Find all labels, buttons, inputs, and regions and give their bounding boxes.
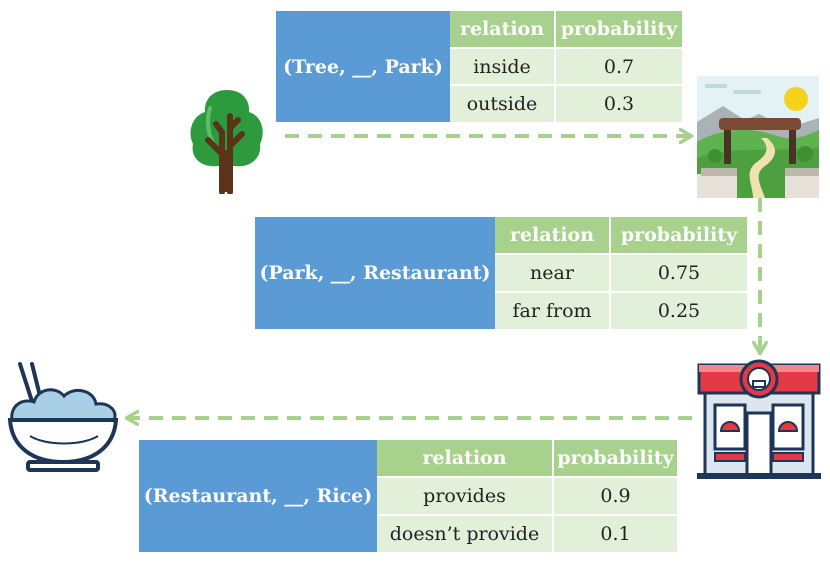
relation-cell: outside	[450, 86, 554, 123]
relation-table: relation probability near 0.75 far from …	[495, 217, 747, 329]
header-relation: relation	[495, 217, 609, 253]
relation-cell: inside	[450, 48, 554, 85]
header-relation: relation	[377, 440, 552, 476]
table-row: inside 0.7	[450, 46, 682, 85]
relation-table: relation probability inside 0.7 outside …	[450, 11, 682, 123]
header-probability: probability	[609, 217, 747, 253]
table-header-row: relation probability	[450, 11, 682, 47]
probability-cell: 0.25	[609, 293, 747, 329]
table-row: outside 0.3	[450, 84, 682, 123]
probability-cell: 0.3	[554, 86, 682, 123]
probability-cell: 0.9	[552, 478, 677, 514]
tree-icon	[190, 90, 263, 194]
triple-label: (Tree, __, Park)	[276, 11, 450, 122]
restaurant-icon	[697, 359, 821, 479]
relation-block-restaurant-rice: (Restaurant, __, Rice) relation probabil…	[139, 440, 677, 552]
relation-table: relation probability provides 0.9 doesn’…	[377, 440, 677, 552]
rice-bowl-icon	[7, 362, 119, 472]
triple-label: (Restaurant, __, Rice)	[139, 440, 377, 552]
header-probability: probability	[554, 11, 682, 47]
header-probability: probability	[552, 440, 677, 476]
relation-cell: near	[495, 255, 609, 291]
park-icon	[697, 76, 819, 198]
table-row: doesn’t provide 0.1	[377, 514, 677, 552]
probability-cell: 0.1	[552, 516, 677, 552]
triple-label: (Park, __, Restaurant)	[255, 217, 495, 329]
relation-block-tree-park: (Tree, __, Park) relation probability in…	[276, 11, 682, 123]
probability-cell: 0.75	[609, 255, 747, 291]
relation-block-park-restaurant: (Park, __, Restaurant) relation probabil…	[255, 217, 747, 329]
table-row: near 0.75	[495, 253, 747, 291]
probability-cell: 0.7	[554, 48, 682, 85]
table-header-row: relation probability	[377, 440, 677, 476]
table-row: far from 0.25	[495, 291, 747, 329]
table-header-row: relation probability	[495, 217, 747, 253]
relation-cell: provides	[377, 478, 552, 514]
relation-cell: doesn’t provide	[377, 516, 552, 552]
header-relation: relation	[450, 11, 554, 47]
table-row: provides 0.9	[377, 476, 677, 514]
relation-cell: far from	[495, 293, 609, 329]
